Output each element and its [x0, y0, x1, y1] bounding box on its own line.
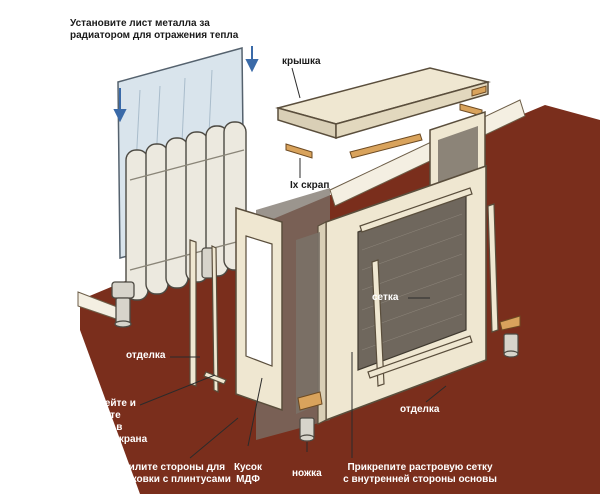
scrap-strip-far	[471, 85, 487, 97]
label-attach-mesh: Прикрепите растровую сетку с внутренней …	[343, 462, 497, 485]
label-metal-sheet: Установите лист металла за радиатором дл…	[70, 18, 239, 41]
left-end-window	[245, 235, 273, 367]
heat-arrow-left	[113, 88, 127, 123]
radiator	[125, 121, 247, 301]
front-trim-sticks	[359, 187, 499, 387]
leg-wedge-left	[297, 391, 323, 411]
label-mesh: сетка	[372, 292, 399, 303]
label-top-lid: крышка	[282, 56, 321, 67]
heat-arrow-right	[245, 46, 259, 73]
label-trim-right: отделка	[400, 404, 440, 415]
leader-lines	[139, 67, 447, 459]
label-leg: ножка	[292, 468, 322, 479]
left-end-mesh	[296, 232, 320, 414]
leg-wedge-right	[499, 315, 521, 331]
scrap-strip-left	[285, 143, 313, 159]
label-mdf-piece: Кусок МДФ	[233, 462, 263, 485]
scrap-strip-mid	[349, 133, 423, 159]
top-lid-front	[335, 81, 489, 139]
label-cut-sides: Выпилите стороны для состыковки с плинту…	[101, 462, 231, 485]
label-scrap: Ix скрап	[290, 180, 330, 191]
side-trim-sticks	[189, 239, 227, 393]
label-glue-trim: Приклейте и прибейте отделку в окошки эк…	[74, 398, 148, 445]
label-trim-left: отделка	[126, 350, 166, 361]
leg-pieces	[299, 333, 519, 442]
radiator-valve	[111, 281, 135, 328]
